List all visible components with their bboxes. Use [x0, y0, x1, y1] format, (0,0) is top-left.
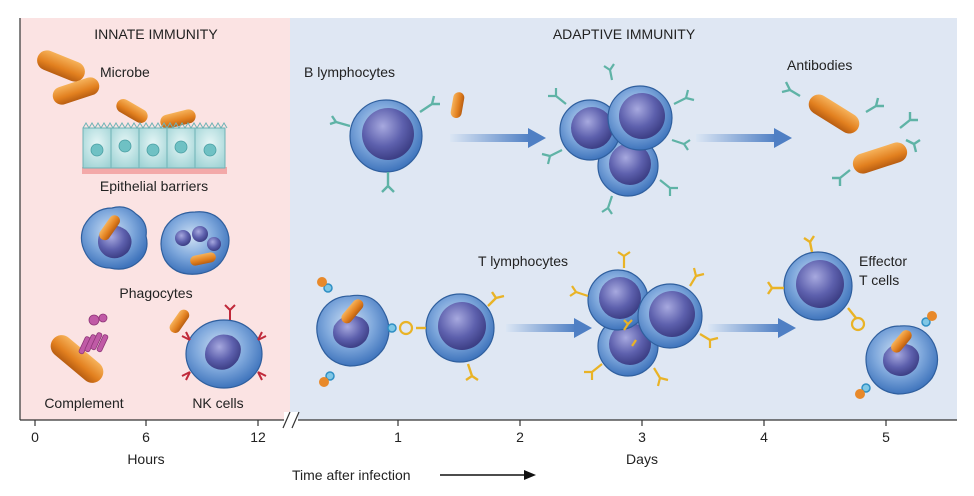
label-b-lymphocytes: B lymphocytes	[304, 64, 395, 80]
phagocyte-icon	[160, 211, 230, 275]
b-arrow-1-icon	[450, 128, 546, 148]
adaptive-title: ADAPTIVE IMMUNITY	[553, 26, 696, 42]
axis-ticks	[34, 420, 887, 426]
epithelial-barrier-icon	[82, 122, 228, 174]
b-cell-icon	[329, 92, 465, 193]
time-arrow-icon	[440, 470, 536, 480]
axis-label-hours: Hours	[127, 451, 164, 467]
nk-cell-icon	[169, 304, 267, 389]
label-microbe: Microbe	[100, 64, 150, 80]
tick-hours-6: 6	[142, 429, 150, 445]
tick-day-1: 1	[394, 429, 402, 445]
effector-t-cell-icon	[767, 235, 866, 332]
b-cell-cluster-icon	[541, 63, 695, 215]
t-arrow-1-icon	[506, 318, 592, 338]
tick-day-4: 4	[760, 429, 768, 445]
phagocyte-icon	[80, 206, 148, 270]
label-complement: Complement	[44, 395, 123, 411]
axis-label-days: Days	[626, 451, 658, 467]
complement-icon	[50, 313, 109, 383]
infected-target-cell-icon	[855, 311, 939, 399]
label-antibodies: Antibodies	[787, 57, 852, 73]
tick-hours-12: 12	[250, 429, 266, 445]
innate-title: INNATE IMMUNITY	[94, 26, 218, 42]
axis-break-icon	[282, 411, 300, 429]
antigen-presenting-cell-icon	[316, 277, 414, 387]
tick-hours-0: 0	[31, 429, 39, 445]
label-epithelial-barriers: Epithelial barriers	[100, 178, 208, 194]
label-effector: Effector	[859, 253, 907, 269]
axis-label-time: Time after infection	[292, 467, 411, 483]
label-t-lymphocytes: T lymphocytes	[478, 253, 568, 269]
t-cell-icon	[416, 291, 505, 381]
tick-day-2: 2	[516, 429, 524, 445]
label-phagocytes: Phagocytes	[119, 285, 192, 301]
label-nk-cells: NK cells	[192, 395, 243, 411]
tick-day-5: 5	[882, 429, 890, 445]
t-cell-cluster-icon	[569, 251, 719, 387]
microbe-icon	[37, 50, 100, 105]
antibodies-icon	[781, 81, 921, 186]
label-t-cells: T cells	[859, 272, 899, 288]
t-arrow-2-icon	[708, 318, 796, 338]
b-arrow-2-icon	[696, 128, 792, 148]
tick-day-3: 3	[638, 429, 646, 445]
